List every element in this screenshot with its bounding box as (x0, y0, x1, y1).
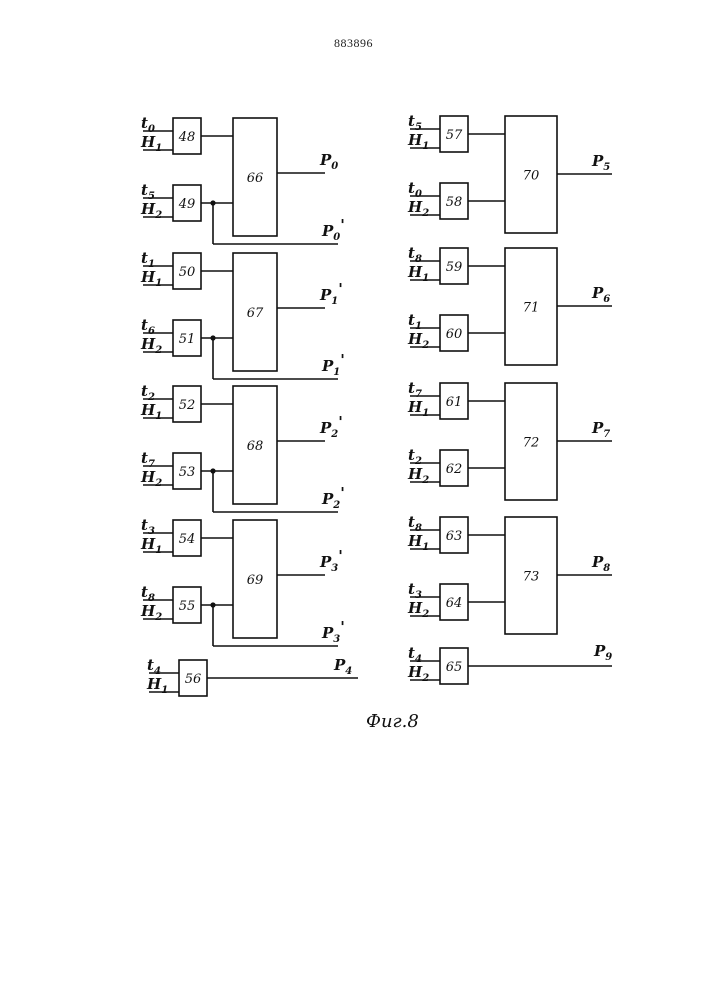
right-g1-row1-block-label: 59 (446, 260, 463, 275)
right-g0-row1-t-label: t5 (408, 112, 422, 133)
right-single-t-label: t4 (408, 644, 422, 665)
left-g1-row1-h-label: H1 (140, 268, 162, 289)
left-g0-tap-label: P0' (321, 216, 345, 243)
left-combiner-66-label: 66 (247, 171, 264, 186)
left-g3-row1-t-label: t3 (141, 516, 155, 537)
left-single-output-label: P4 (333, 656, 352, 677)
left-g0-row1-block-label: 48 (178, 130, 196, 145)
left-g0-row2-h-label: H2 (140, 200, 162, 221)
left-g1-row1-block-label: 50 (179, 265, 196, 280)
left-g0-row2-t-label: t5 (141, 181, 155, 202)
left-single-t-label: t4 (147, 656, 161, 677)
right-g0-row2-t-label: t0 (408, 179, 422, 200)
right-g0-row1-block-label: 57 (446, 128, 463, 143)
right-g1-row2-t-label: t1 (408, 311, 422, 332)
left-g2-row1-h-label: H1 (140, 401, 162, 422)
right-g3-row1-h-label: H1 (407, 532, 429, 553)
right-g1-row1-t-label: t8 (408, 244, 422, 265)
right-single-output-label: P9 (593, 642, 612, 663)
right-g3-row2-h-label: H2 (407, 599, 429, 620)
right-single-h-label: H2 (407, 663, 429, 684)
right-combiner-72-label: 72 (523, 436, 540, 451)
left-g1-output-label: P1' (319, 280, 343, 307)
right-combiner-73-label: 73 (523, 570, 540, 585)
right-g3-row1-t-label: t8 (408, 513, 422, 534)
right-g2-row1-h-label: H1 (407, 398, 429, 419)
right-g2-row1-t-label: t7 (408, 379, 422, 400)
left-g0-row1-t-label: t0 (141, 114, 155, 135)
right-combiner-70-label: 70 (523, 169, 540, 184)
right-g0-row2-h-label: H2 (407, 198, 429, 219)
left-g2-row2-block-label: 53 (179, 465, 196, 480)
right-g1-row2-h-label: H2 (407, 330, 429, 351)
right-combiner-71-label: 71 (523, 301, 540, 316)
left-g1-row2-h-label: H2 (140, 335, 162, 356)
right-g2-output-label: P7 (591, 419, 610, 440)
figure-caption: Фиг.8 (366, 711, 419, 732)
left-g0-row1-h-label: H1 (140, 133, 162, 154)
left-g3-row1-h-label: H1 (140, 535, 162, 556)
right-g2-row2-t-label: t2 (408, 446, 422, 467)
left-single-h-label: H1 (146, 675, 168, 696)
left-g3-row1-block-label: 54 (179, 532, 196, 547)
left-g2-row2-t-label: t7 (141, 449, 155, 470)
left-g3-tap-label: P3' (321, 618, 345, 645)
right-single-block-label: 65 (446, 660, 463, 675)
right-g1-output-label: P6 (591, 284, 610, 305)
left-g3-output-label: P3' (319, 547, 343, 574)
left-single-block-label: 56 (185, 672, 202, 687)
right-g3-row1-block-label: 63 (446, 529, 463, 544)
right-g3-output-label: P8 (591, 553, 610, 574)
left-g2-row1-block-label: 52 (179, 398, 196, 413)
left-g1-tap-label: P1' (321, 351, 345, 378)
right-g3-row2-t-label: t3 (408, 580, 422, 601)
right-g1-row2-block-label: 60 (446, 327, 463, 342)
left-combiner-69-label: 69 (247, 573, 264, 588)
left-g3-row2-t-label: t8 (141, 583, 155, 604)
right-g3-row2-block-label: 64 (446, 596, 463, 611)
left-g0-row2-block-label: 49 (178, 197, 196, 212)
left-g2-tap-label: P2' (321, 484, 345, 511)
right-g2-row2-block-label: 62 (446, 462, 463, 477)
right-g1-row1-h-label: H1 (407, 263, 429, 284)
left-g1-row2-t-label: t6 (141, 316, 155, 337)
left-g3-row2-block-label: 55 (179, 599, 196, 614)
right-g2-row1-block-label: 61 (446, 395, 463, 410)
left-g1-row1-t-label: t1 (141, 249, 155, 270)
left-combiner-67-label: 67 (247, 306, 264, 321)
right-g0-row2-block-label: 58 (446, 195, 463, 210)
left-g0-output-label: P0 (319, 151, 338, 172)
left-g2-row1-t-label: t2 (141, 382, 155, 403)
left-g2-row2-h-label: H2 (140, 468, 162, 489)
right-g0-row1-h-label: H1 (407, 131, 429, 152)
left-g1-row2-block-label: 51 (179, 332, 196, 347)
left-combiner-68-label: 68 (247, 439, 264, 454)
left-g3-row2-h-label: H2 (140, 602, 162, 623)
right-g0-output-label: P5 (591, 152, 610, 173)
left-g2-output-label: P2' (319, 413, 343, 440)
right-g2-row2-h-label: H2 (407, 465, 429, 486)
